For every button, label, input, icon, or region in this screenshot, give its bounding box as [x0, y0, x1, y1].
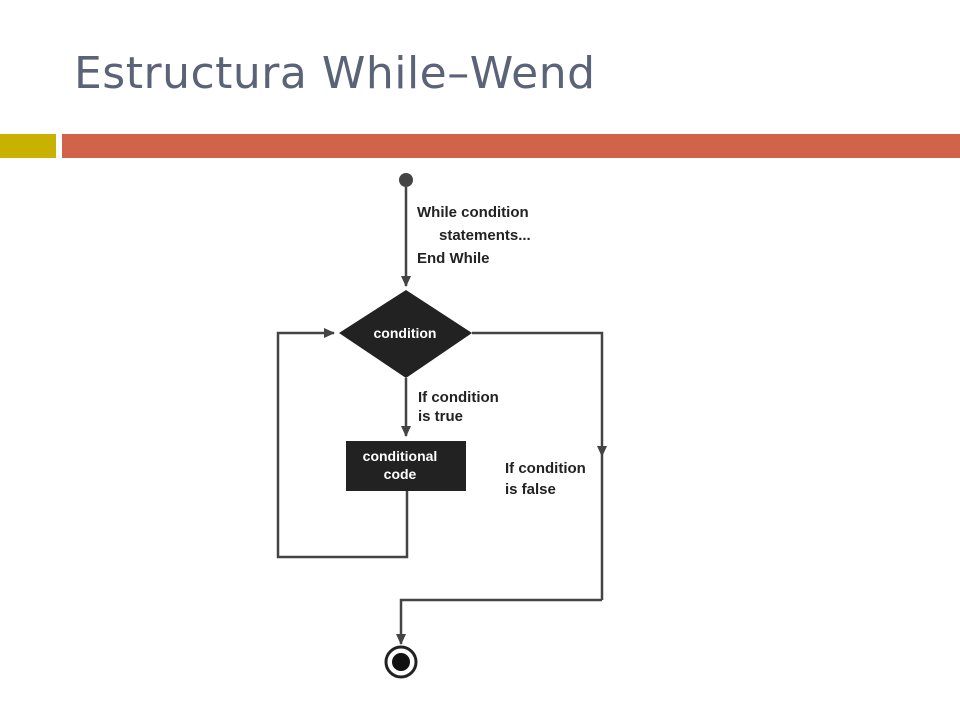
- loop-back-arrow: [276, 328, 409, 559]
- to-end-arrow: [396, 598, 602, 645]
- process-label-line1: conditional: [363, 448, 438, 464]
- decision-label: condition: [374, 325, 437, 341]
- code-line-while: While condition: [417, 204, 529, 221]
- decision-diamond: [339, 290, 472, 378]
- false-branch-label-line2: is false: [505, 481, 556, 498]
- process-label-line2: code: [384, 466, 417, 482]
- code-line-statements: statements...: [439, 227, 531, 244]
- false-branch-arrow: [472, 331, 607, 457]
- start-node: [399, 173, 413, 187]
- true-branch-label-line1: If condition: [418, 389, 499, 406]
- false-branch-label-line1: If condition: [505, 460, 586, 477]
- code-line-end-while: End While: [417, 250, 490, 267]
- accent-square: [0, 134, 56, 158]
- process-box: [346, 441, 466, 491]
- slide-title: Estructura While–Wend: [74, 48, 596, 99]
- accent-bar: [62, 134, 960, 158]
- end-node: [384, 645, 418, 679]
- true-branch-label-line2: is true: [418, 408, 463, 425]
